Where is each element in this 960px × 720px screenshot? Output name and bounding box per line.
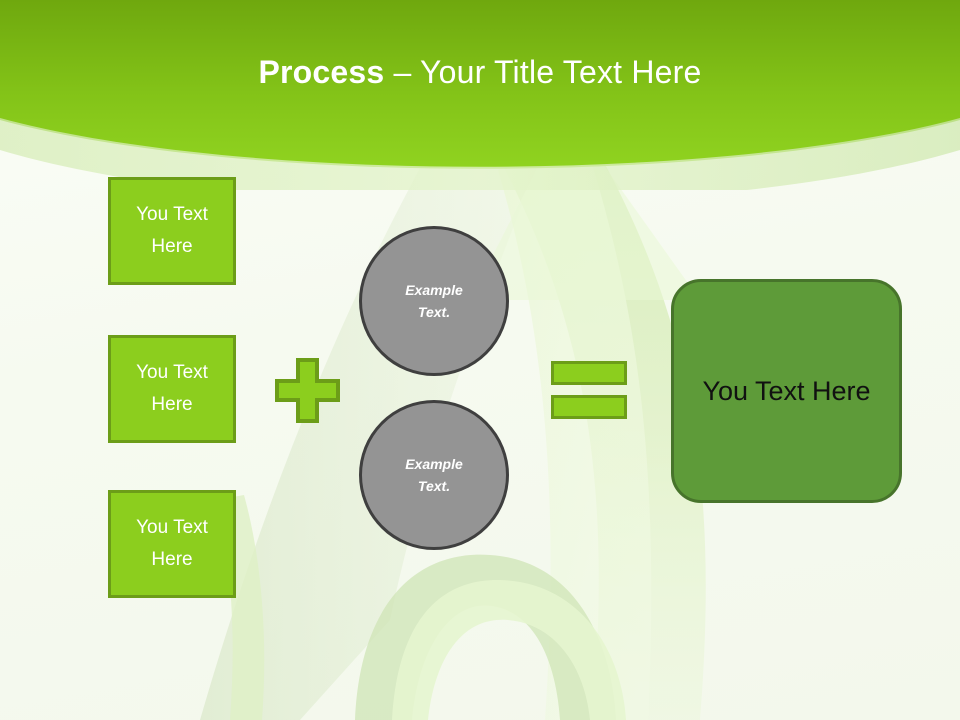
input-box-2-line1: You Text [136,362,208,383]
example-circle-2-line2: Text. [417,478,451,494]
equals-icon-bar-bottom [551,395,627,419]
input-box-1-line2: Here [151,236,193,257]
input-box-3-line1: You Text [136,517,208,538]
input-box-1-text: You Text Here [136,199,208,263]
plus-icon [275,358,340,423]
example-circle-1-line1: Example [405,282,463,298]
example-circle-2[interactable]: Example Text. [359,400,509,550]
example-circle-2-line1: Example [405,456,463,472]
page-title: Process – Your Title Text Here [0,52,960,92]
result-box-label: You Text Here [702,375,871,406]
input-box-2[interactable]: You Text Here [108,335,236,443]
equals-icon [551,361,627,419]
input-box-2-line2: Here [151,394,193,415]
header-band [0,0,960,190]
input-box-2-text: You Text Here [136,357,208,421]
input-box-1-line1: You Text [136,204,208,225]
input-box-3-line2: Here [151,549,193,570]
input-box-3-text: You Text Here [136,512,208,576]
result-box[interactable]: You Text Here [671,279,902,503]
input-box-3[interactable]: You Text Here [108,490,236,598]
example-circle-1-line2: Text. [417,304,451,320]
page-title-strong: Process [258,54,385,90]
example-circle-1[interactable]: Example Text. [359,226,509,376]
input-box-1[interactable]: You Text Here [108,177,236,285]
equals-icon-bar-top [551,361,627,385]
page-title-rest: – Your Title Text Here [384,54,702,90]
